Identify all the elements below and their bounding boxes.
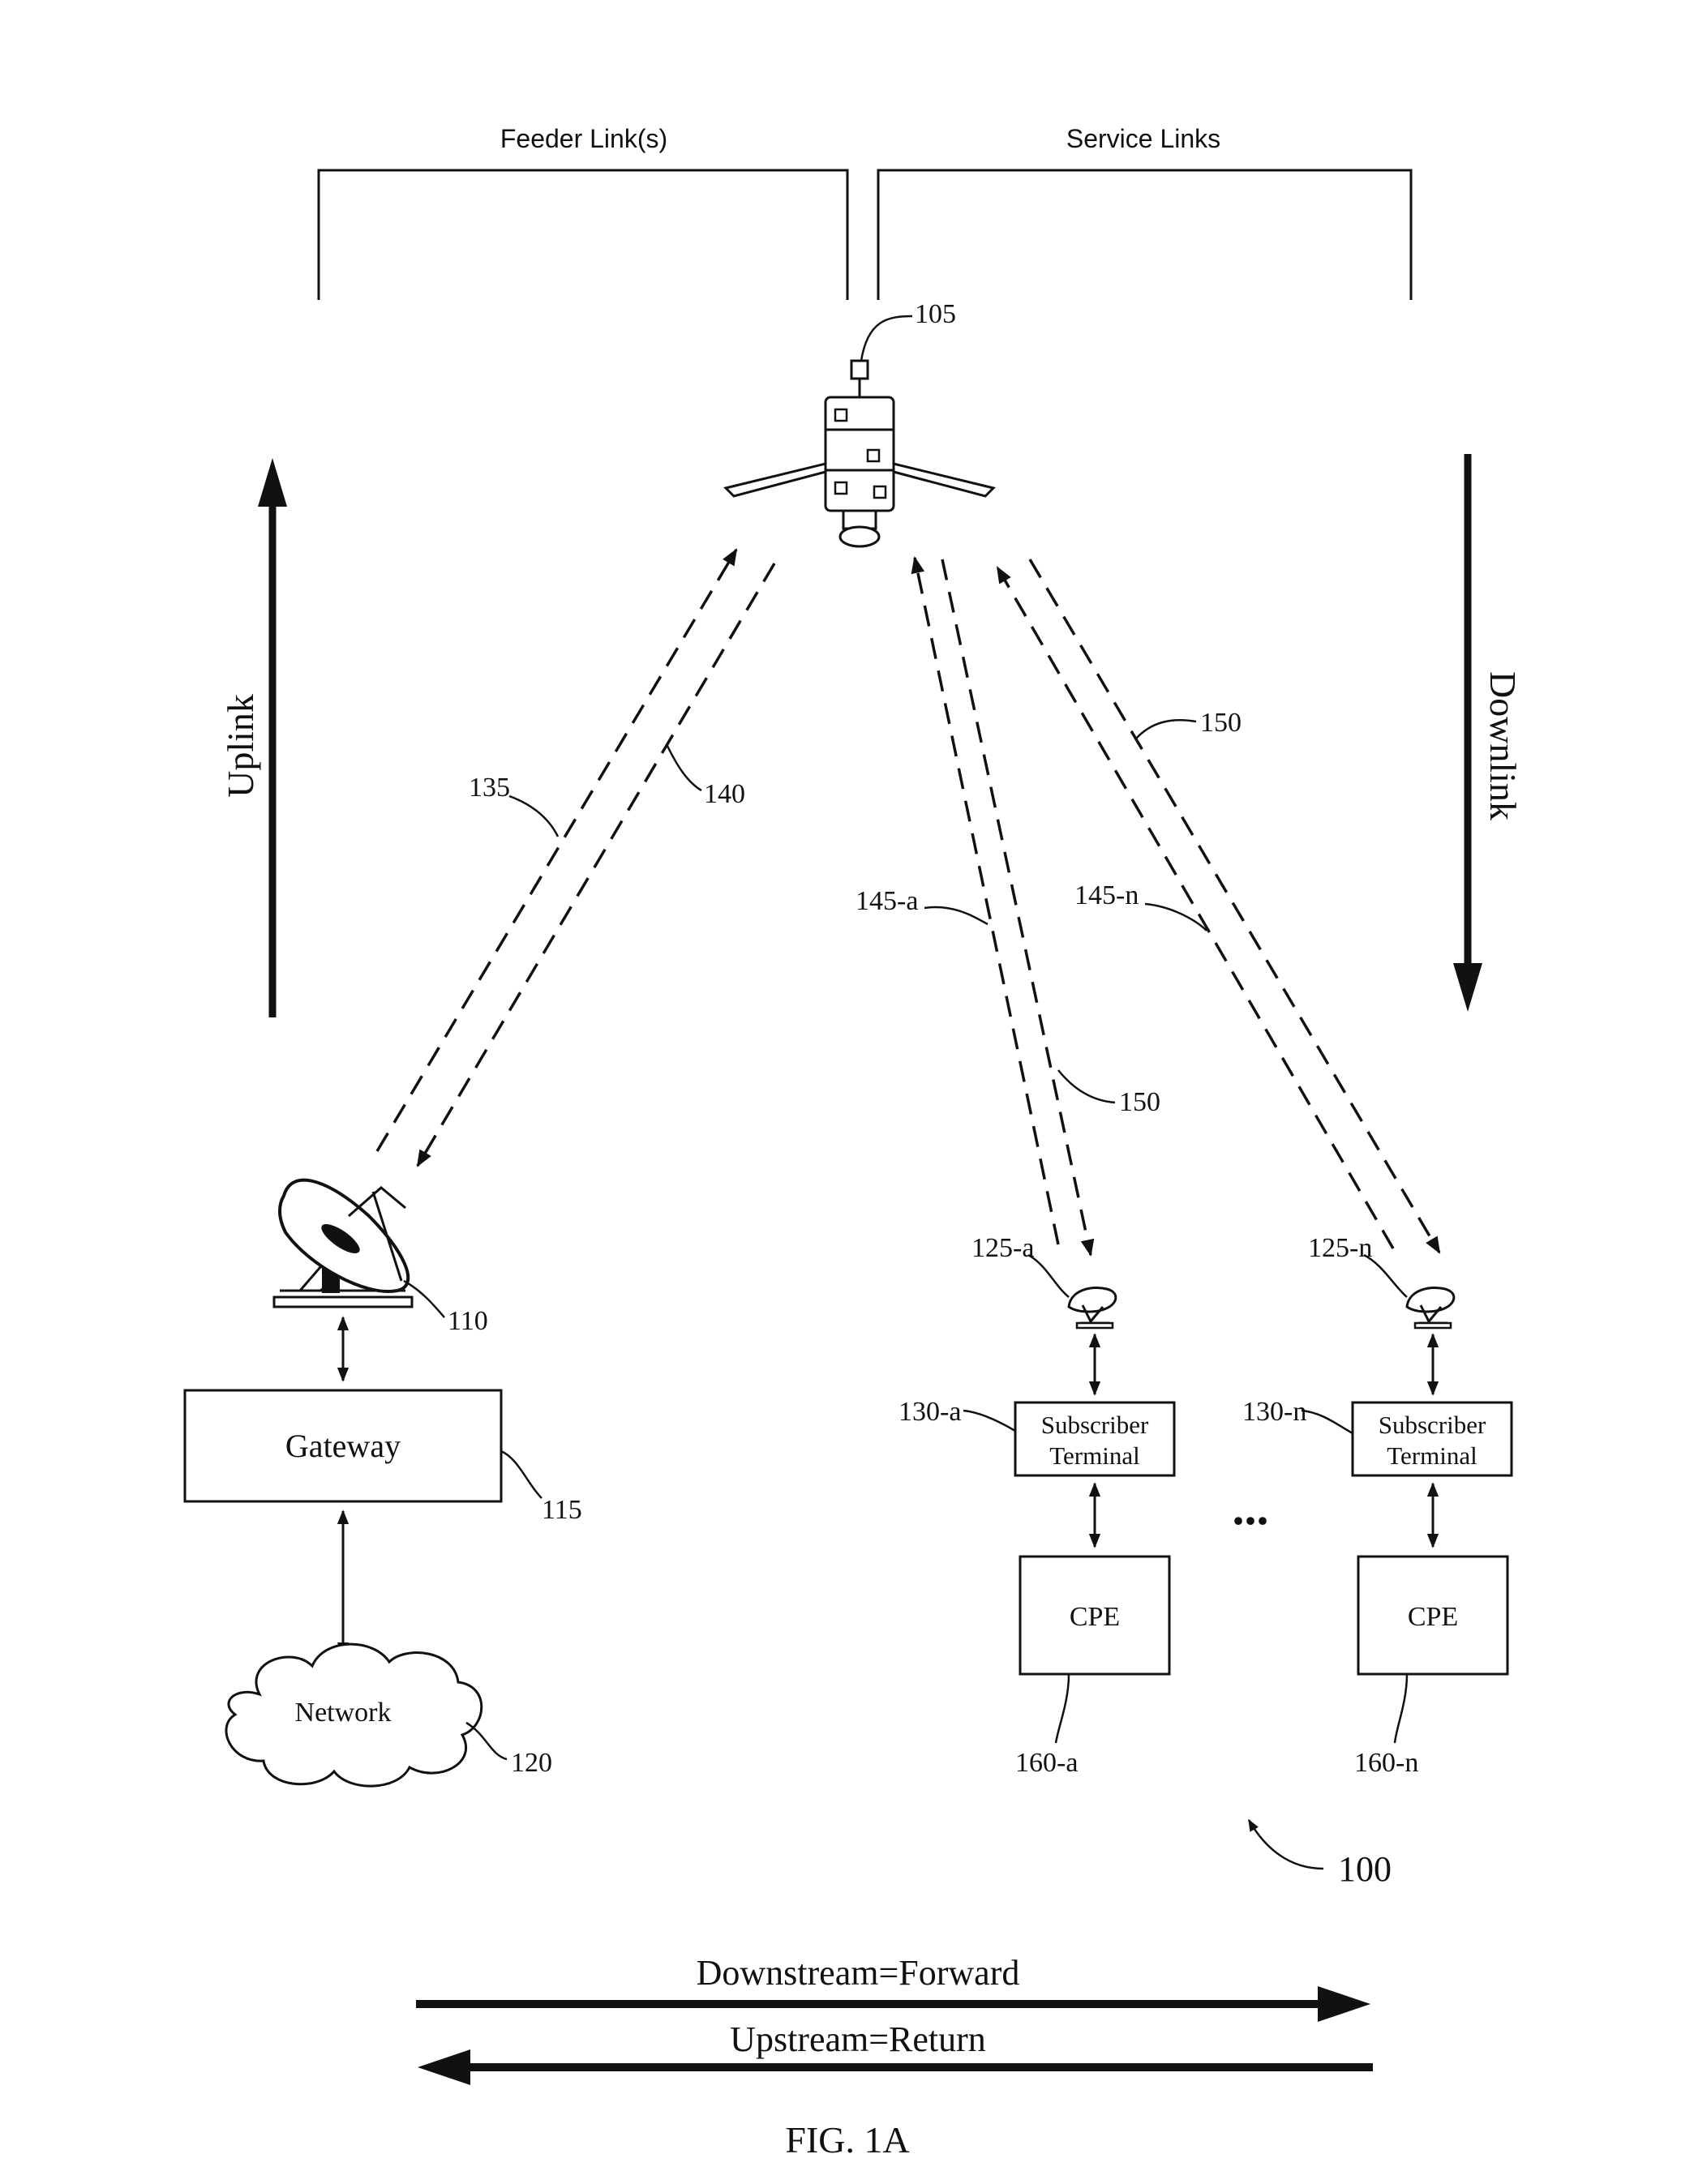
ref-125n: 125-n [1308,1233,1372,1263]
ref-115-leader [501,1451,542,1498]
cpe-a[interactable]: CPE [1020,1557,1169,1674]
satellite-icon [726,361,993,546]
ref-100: 100 [1338,1849,1392,1889]
ref-150n-leader [1135,720,1196,739]
terminal-n-line1: Subscriber [1379,1411,1486,1439]
service-uplink-145a [915,558,1058,1244]
ref-150a-leader [1058,1070,1115,1103]
upstream-label: Upstream=Return [730,2019,986,2059]
terminal-a-line1: Subscriber [1041,1411,1149,1439]
network-cloud[interactable]: Network [226,1644,482,1786]
terminal-dish-a-icon [1069,1287,1116,1328]
ref-135-leader [509,796,558,837]
feeder-uplink-135 [377,550,736,1151]
ref-130n: 130-n [1242,1397,1306,1427]
ref-115: 115 [542,1495,582,1525]
downstream-label: Downstream=Forward [697,1953,1020,1993]
ref-145n-leader [1145,904,1207,931]
service-links-bracket: Service Links [878,124,1411,300]
ref-100-leader [1249,1820,1323,1869]
cpe-a-label: CPE [1070,1602,1120,1632]
ref-130a: 130-a [898,1397,961,1427]
gateway-dish-icon [274,1180,412,1307]
satellite-ref-leader [861,316,912,361]
feeder-links-bracket: Feeder Link(s) [319,124,847,300]
ref-150a: 150 [1119,1087,1160,1117]
downlink-arrow [1453,454,1482,1012]
ref-130n-leader [1302,1411,1353,1433]
satellite-ref: 105 [915,299,956,329]
ref-150n: 150 [1200,708,1242,738]
subscriber-terminal-a[interactable]: Subscriber Terminal [1015,1402,1174,1475]
ref-125a-leader [1028,1255,1069,1297]
service-downlink-150a [942,559,1091,1255]
ref-160a: 160-a [1015,1748,1078,1778]
ref-160n-leader [1395,1674,1407,1743]
ref-160a-leader [1056,1674,1069,1743]
downlink-label: Downlink [1482,671,1524,820]
feeder-downlink-140 [418,563,774,1166]
ref-130a-leader [963,1411,1015,1431]
ref-125a: 125-a [971,1233,1034,1263]
figure-caption: FIG. 1A [785,2119,909,2160]
ref-145a: 145-a [856,886,918,916]
ref-160n: 160-n [1354,1748,1418,1778]
service-uplink-145n [997,567,1393,1248]
feeder-links-label: Feeder Link(s) [500,124,667,153]
ref-120-leader [466,1723,507,1759]
ref-145a-leader [924,907,988,924]
uplink-arrow [258,458,287,1017]
ref-135: 135 [469,773,510,803]
terminal-a-line2: Terminal [1049,1441,1139,1470]
terminals-ellipsis: ... [1233,1481,1269,1535]
gateway-label: Gateway [285,1428,401,1464]
ref-140: 140 [704,779,745,809]
network-label: Network [295,1698,392,1728]
ref-120: 120 [511,1748,552,1778]
cpe-n[interactable]: CPE [1358,1557,1507,1674]
ref-110: 110 [448,1306,488,1336]
subscriber-terminal-n[interactable]: Subscriber Terminal [1353,1402,1512,1475]
service-links-label: Service Links [1066,124,1220,153]
ref-140-leader [667,744,701,790]
uplink-label: Uplink [220,694,261,798]
terminal-n-line2: Terminal [1387,1441,1477,1470]
terminal-dish-n-icon [1407,1287,1454,1328]
ref-145n: 145-n [1074,880,1139,910]
cpe-n-label: CPE [1408,1602,1458,1632]
gateway-box[interactable]: Gateway [185,1390,501,1501]
